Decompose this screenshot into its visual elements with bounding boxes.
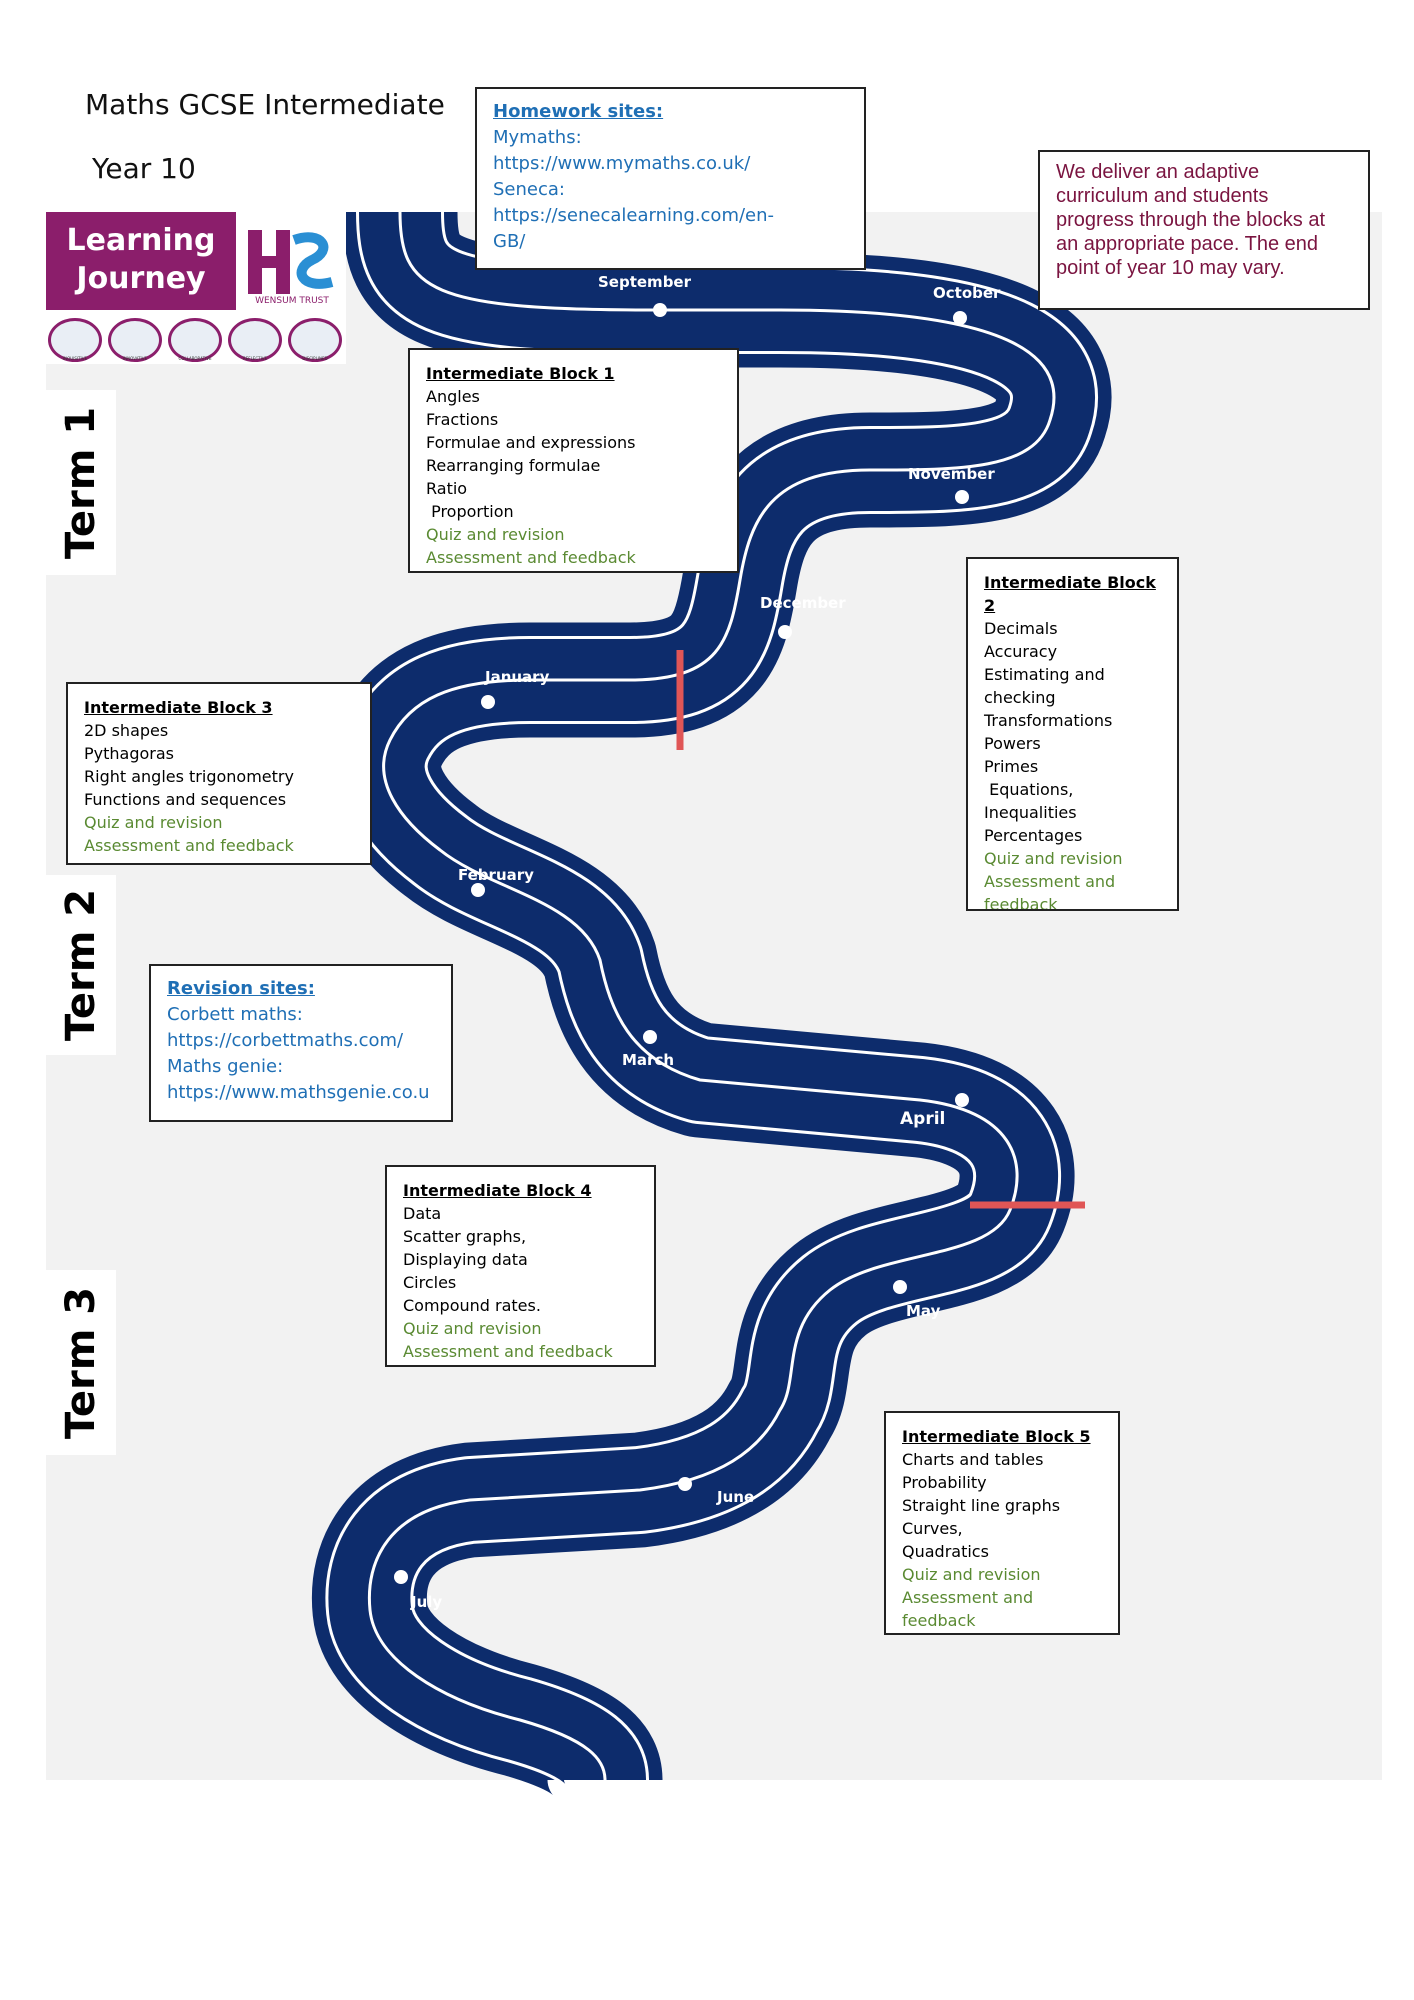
- homework-sites-box: Homework sites: Mymaths: https://www.mym…: [475, 87, 866, 270]
- block-heading: Intermediate Block 4: [403, 1181, 592, 1200]
- revision-link-mathsgenie[interactable]: https://www.mathsgenie.co.u: [167, 1082, 430, 1103]
- wensum-trust-icon: [248, 230, 334, 294]
- learning-journey-logo: Learning Journey WENSUM TRUST INQUISITIV…: [46, 212, 346, 364]
- month-dot-september: [653, 303, 667, 317]
- block-heading: Intermediate Block 5: [902, 1427, 1091, 1446]
- block-5: Intermediate Block 5 Charts and tables P…: [884, 1411, 1120, 1635]
- month-dot-june: [678, 1477, 692, 1491]
- month-label-july: July: [410, 1593, 442, 1611]
- month-label-april: April: [900, 1109, 945, 1129]
- learning-journey-badge: Learning Journey: [46, 212, 236, 310]
- revision-link-corbett[interactable]: https://corbettmaths.com/: [167, 1030, 404, 1051]
- trust-name: WENSUM TRUST: [255, 296, 329, 306]
- month-dot-january: [481, 695, 495, 709]
- innovative-icon: INNOVATIVE: [108, 318, 162, 362]
- month-label-march: March: [622, 1051, 674, 1069]
- month-dot-april: [955, 1093, 969, 1107]
- month-dot-may: [893, 1280, 907, 1294]
- inquisitive-icon: INQUISITIVE: [48, 318, 102, 362]
- homework-line: Mymaths:: [493, 127, 582, 148]
- collaborative-icon: COLLABORATIVE: [168, 318, 222, 362]
- month-label-february: February: [458, 866, 534, 884]
- month-label-may: May: [906, 1302, 941, 1320]
- month-dot-october: [953, 311, 967, 325]
- page-title: Maths GCSE Intermediate: [85, 88, 445, 121]
- term-3-label: Term 3: [46, 1270, 116, 1455]
- term-2-label: Term 2: [46, 875, 116, 1055]
- month-label-november: November: [908, 465, 995, 483]
- year-label: Year 10: [92, 152, 196, 185]
- block-3: Intermediate Block 3 2D shapes Pythagora…: [66, 682, 372, 865]
- month-dot-march: [643, 1030, 657, 1044]
- adaptive-curriculum-note: We deliver an adaptive curriculum and st…: [1038, 150, 1370, 310]
- block-heading: Intermediate Block 1: [426, 364, 615, 383]
- values-icons: INQUISITIVE INNOVATIVE COLLABORATIVE REF…: [46, 318, 346, 364]
- month-dot-november: [955, 490, 969, 504]
- month-dot-december: [778, 625, 792, 639]
- month-label-october: October: [933, 284, 1001, 302]
- homework-heading[interactable]: Homework sites:: [493, 101, 664, 122]
- homework-link-seneca-cont[interactable]: GB/: [493, 231, 526, 252]
- revision-heading[interactable]: Revision sites:: [167, 978, 315, 999]
- block-1: Intermediate Block 1 Angles Fractions Fo…: [408, 348, 739, 573]
- month-label-january: January: [484, 668, 550, 686]
- term-1-label: Term 1: [46, 390, 116, 575]
- month-label-september: September: [598, 273, 692, 291]
- month-dot-february: [471, 883, 485, 897]
- disciplined-icon: DISCIPLINED: [288, 318, 342, 362]
- reflective-icon: REFLECTIVE: [228, 318, 282, 362]
- block-heading: Intermediate Block 2: [984, 573, 1156, 615]
- month-dot-july: [394, 1570, 408, 1584]
- revision-sites-box: Revision sites: Corbett maths: https://c…: [149, 964, 453, 1122]
- block-heading: Intermediate Block 3: [84, 698, 273, 717]
- block-2: Intermediate Block 2 Decimals Accuracy E…: [966, 557, 1179, 911]
- homework-link-seneca[interactable]: Seneca: https://senecalearning.com/en-: [493, 179, 775, 226]
- month-label-december: December: [760, 594, 846, 612]
- month-label-june: June: [716, 1488, 754, 1506]
- homework-link-mymaths[interactable]: https://www.mymaths.co.uk/: [493, 153, 751, 174]
- block-4: Intermediate Block 4 Data Scatter graphs…: [385, 1165, 656, 1367]
